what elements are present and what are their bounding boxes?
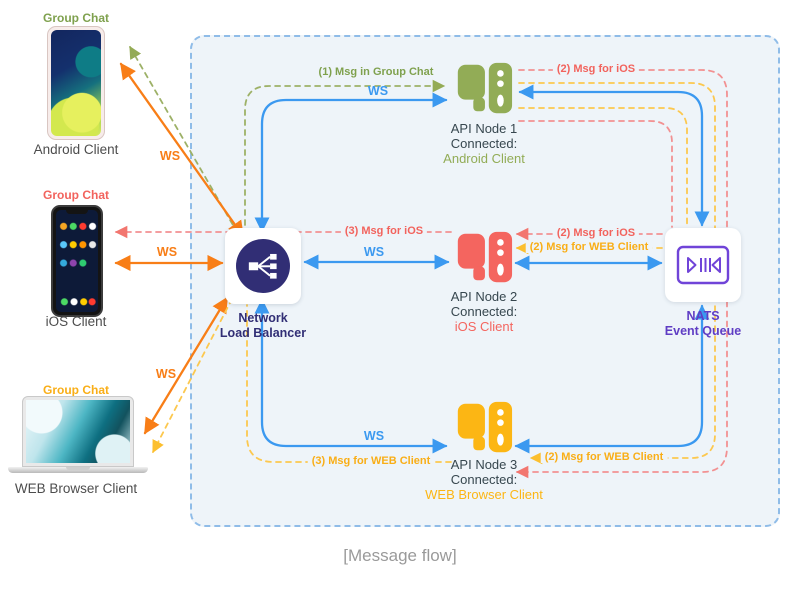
ws-label-lb-node3: WS — [363, 429, 385, 443]
ws-label-ios: WS — [156, 245, 178, 259]
api-node1-client: Android Client — [443, 151, 525, 166]
api-node2-icon — [457, 231, 513, 283]
api-node1-icon — [457, 62, 513, 114]
nats-label: NATS Event Queue — [628, 309, 778, 339]
msg3-ios-label: (3) Msg for iOS — [340, 225, 428, 237]
ws-lb-node3-line — [254, 298, 448, 454]
ws-android-lb-line — [119, 62, 245, 238]
msg2-web-bottom-label: (2) Msg for WEB Client — [540, 451, 668, 463]
api-node3-subtitle: Connected: — [450, 472, 518, 487]
ws-web-lb-line — [143, 296, 229, 435]
laptop-base — [8, 467, 148, 473]
iphone-notch — [66, 209, 88, 214]
load-balancer-label: Network Load Balancer — [188, 311, 338, 341]
ws-lb-node1-line — [254, 92, 448, 233]
load-balancer-label-line1: Network — [238, 311, 288, 325]
laptop-screen — [26, 400, 130, 463]
network-load-balancer-icon — [248, 253, 277, 279]
load-balancer-label-line2: Load Balancer — [219, 326, 307, 340]
iphone-image — [51, 205, 103, 317]
diagram-caption: [Message flow] — [343, 546, 457, 565]
ws-label-lb-node1: WS — [367, 84, 389, 98]
load-balancer-box — [225, 228, 301, 304]
event-queue-icon — [676, 245, 730, 285]
ios-client-label: iOS Client — [45, 314, 107, 329]
node3-nats-line — [514, 304, 710, 454]
msg2-ios-top-label: (2) Msg for iOS — [552, 63, 640, 75]
api-node3-client: WEB Browser Client — [425, 487, 543, 502]
api-node1-subtitle: Connected: — [450, 136, 518, 151]
api-node3-label: API Node 3 Connected: WEB Browser Client — [384, 457, 584, 502]
msg3-web-node3-lb-line — [246, 304, 452, 463]
android-phone-image — [47, 26, 105, 140]
node1-nats-line — [518, 84, 710, 227]
nats-label-line2: Event Queue — [664, 324, 742, 338]
api-node2-client: iOS Client — [454, 319, 514, 334]
web-client-label: WEB Browser Client — [14, 481, 138, 496]
api-node2-subtitle: Connected: — [450, 304, 518, 319]
msg1-lb-to-node1-line — [244, 79, 446, 226]
msg3-web-label: (3) Msg for WEB Client — [307, 455, 435, 467]
android-phone-screen — [51, 30, 101, 136]
api-node3-title: API Node 3 — [450, 457, 518, 472]
api-node1-title: API Node 1 — [450, 121, 518, 136]
ios-group-chat-label: Group Chat — [43, 188, 109, 202]
laptop-image — [22, 396, 134, 467]
android-group-chat-label: Group Chat — [43, 11, 109, 25]
iphone-screen — [56, 209, 98, 312]
nats-box — [665, 228, 741, 302]
msg2-web-node1-nats-line — [518, 107, 688, 228]
msg2-ios-node1-nats-line — [518, 120, 673, 228]
msg3-web-lb-client-line — [152, 298, 233, 454]
load-balancer-icon — [236, 239, 290, 293]
ws-label-web: WS — [155, 367, 177, 381]
api-node3-icon — [457, 401, 513, 453]
msg2-web-mid-label: (2) Msg for WEB Client — [525, 241, 653, 253]
nats-label-line1: NATS — [686, 309, 720, 323]
msg2-ios-mid-label: (2) Msg for iOS — [552, 227, 640, 239]
api-node2-label: API Node 2 Connected: iOS Client — [384, 289, 584, 334]
api-node2-title: API Node 2 — [450, 289, 518, 304]
ws-label-lb-node2: WS — [363, 245, 385, 259]
ws-label-android: WS — [159, 149, 181, 163]
android-client-label: Android Client — [33, 142, 119, 157]
msg1-label: (1) Msg in Group Chat — [318, 66, 434, 78]
api-node1-label: API Node 1 Connected: Android Client — [384, 121, 584, 166]
web-group-chat-label: Group Chat — [43, 383, 109, 397]
